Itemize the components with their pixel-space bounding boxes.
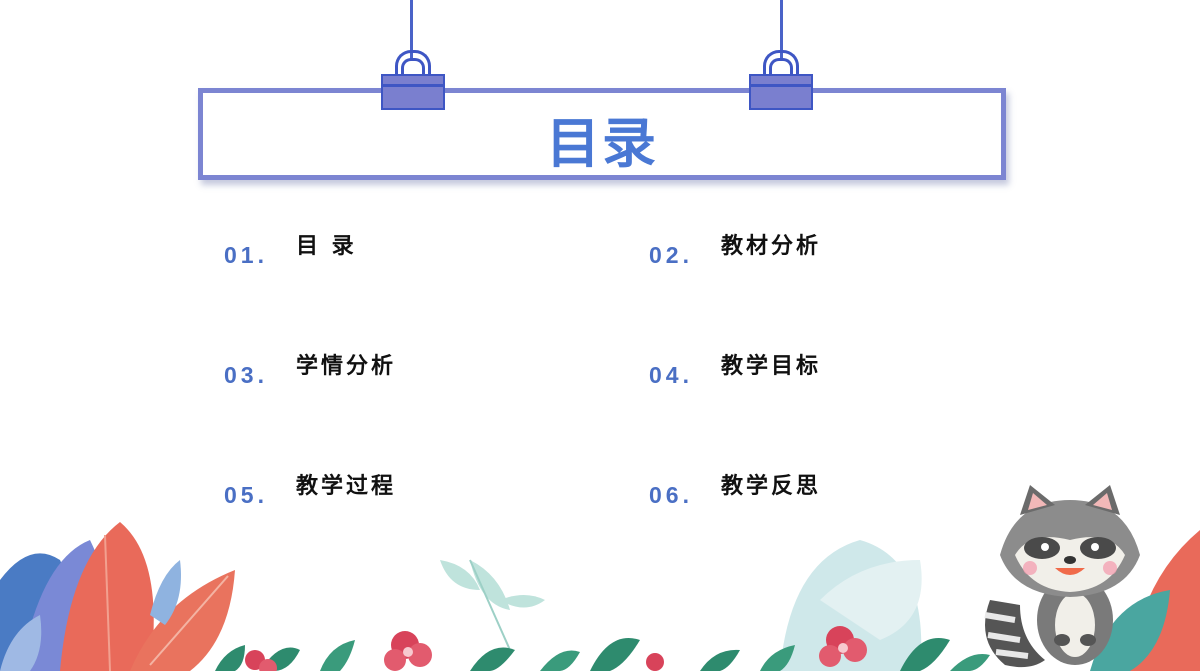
leaf-decoration (0, 615, 42, 671)
toc-number: 06. (649, 482, 693, 508)
hanging-string-right (780, 0, 783, 60)
leaf-decoration (500, 595, 545, 608)
leaf-decoration (150, 560, 181, 625)
flower-decoration (245, 650, 277, 671)
leaf-decoration (320, 640, 355, 671)
leaf-decoration (590, 638, 640, 671)
toc-label: 目 录 (296, 234, 357, 259)
leaf-decoration (0, 553, 74, 671)
leaf-decoration (760, 645, 795, 671)
leaf-decoration (950, 654, 990, 671)
leaf-decoration (20, 540, 105, 671)
leaf-decoration (820, 560, 922, 640)
title-frame: 目录 (198, 88, 1006, 180)
toc-number: 02. (649, 242, 693, 268)
toc-number: 05. (224, 482, 268, 508)
leaf-decoration (215, 645, 245, 671)
leaf-decoration (260, 647, 300, 671)
leaf-decoration (470, 647, 515, 671)
flower-decoration (384, 631, 432, 671)
leaf-decoration (470, 560, 510, 610)
toc-label: 教学过程 (296, 474, 397, 499)
leaf-decoration (60, 522, 154, 671)
leaf-decoration (700, 649, 740, 671)
hanging-clip-icon (381, 50, 445, 110)
toc-number: 04. (649, 362, 693, 388)
leaf-decoration (1090, 590, 1170, 671)
toc-label: 教材分析 (721, 234, 822, 259)
toc-label: 教学目标 (721, 354, 822, 379)
leaf-decoration (780, 540, 922, 671)
leaf-decoration (130, 570, 235, 671)
toc-label: 学情分析 (296, 354, 397, 379)
raccoon-illustration (984, 485, 1140, 668)
hanging-string-left (410, 0, 413, 60)
leaf-decoration (540, 650, 580, 671)
hanging-clip-icon (749, 50, 813, 110)
toc-number: 01. (224, 242, 268, 268)
leaf-decoration (1130, 530, 1200, 671)
flower-decoration (646, 653, 664, 671)
page-title: 目录 (546, 112, 658, 175)
toc-number: 03. (224, 362, 268, 388)
toc-label: 教学反思 (721, 474, 822, 499)
flower-decoration (819, 626, 867, 667)
leaf-decoration (900, 638, 950, 671)
leaf-decoration (440, 560, 480, 590)
